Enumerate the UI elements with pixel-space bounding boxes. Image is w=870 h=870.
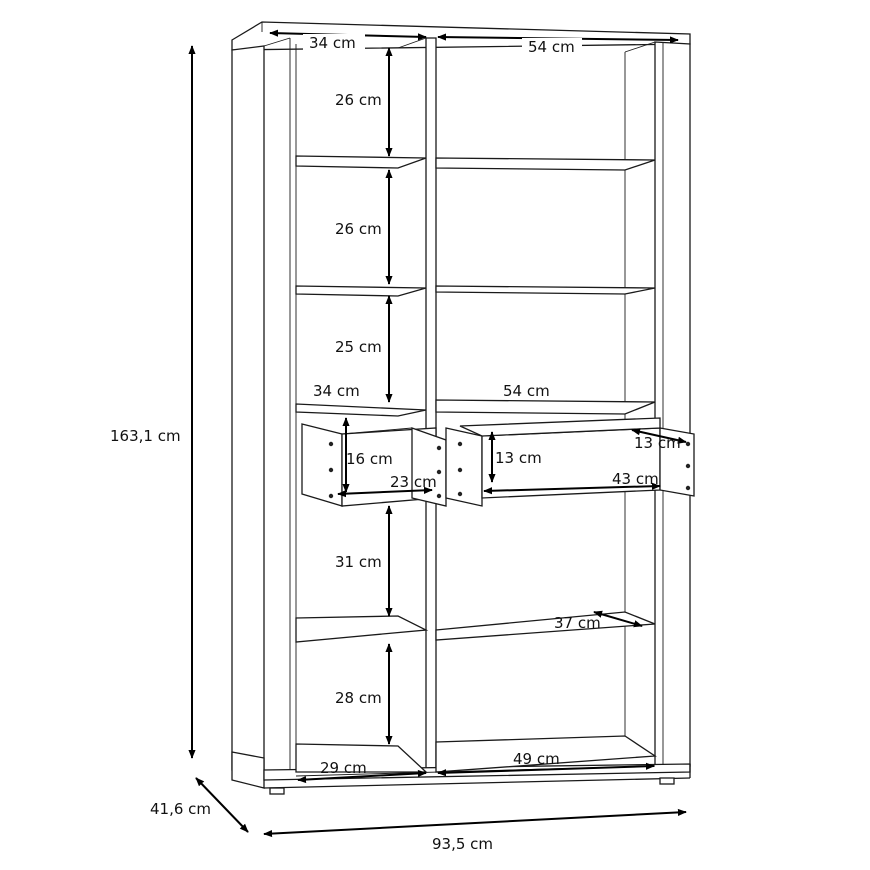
bottom-left-width-arrow [297,769,427,784]
left-drawer-height-label: 16 cm [346,450,393,468]
left-side-panel [231,45,265,781]
right-side-panel [654,41,691,771]
left-foot [269,787,285,795]
left-drawer-width-label: 23 cm [390,473,437,491]
upper-left-width-label: 34 cm [309,34,356,52]
right-foot [659,777,675,785]
left-shelves [295,155,429,773]
center-divider [425,37,437,775]
bottom-left-width-label: 29 cm [320,759,367,777]
lower-shelf-depth-arrow [593,610,643,628]
upper-right-width-label: 54 cm [528,38,575,56]
bottom-right-width-arrow [437,762,655,777]
lower-gap-2-label: 28 cm [335,689,382,707]
cabinet-drawing [231,21,695,795]
overall-depth-arrow [195,777,249,833]
overall-depth-label: 41,6 cm [150,800,211,818]
top-board [231,21,691,51]
lower-gap-1-label: 31 cm [335,553,382,571]
right-drawer-depth-label: 13 cm [634,434,681,452]
middle-left-width-label: 34 cm [313,382,360,400]
left-drawer [301,423,447,507]
left-drawer-width-arrow [337,486,433,498]
overall-width-label: 93,5 cm [432,835,493,853]
overall-height-label: 163,1 cm [110,427,181,445]
right-drawer [445,417,695,507]
upper-gap-3-label: 25 cm [335,338,382,356]
middle-right-width-label: 54 cm [503,382,550,400]
right-drawer-height-label: 13 cm [495,449,542,467]
dimension-labels: 163,1 cm 41,6 cm 93,5 cm 34 cm 54 cm 26 … [110,34,681,853]
right-drawer-depth-arrow [631,428,687,444]
overall-width-arrow [263,808,687,838]
upper-gap-1-label: 26 cm [335,91,382,109]
bottom-right-width-label: 49 cm [513,750,560,768]
right-drawer-width-arrow [483,482,661,495]
plinth [231,751,265,789]
right-drawer-width-label: 43 cm [612,470,659,488]
upper-gap-2-label: 26 cm [335,220,382,238]
lower-shelf-depth-label: 37 cm [554,614,601,632]
dimension-arrows [188,29,687,838]
